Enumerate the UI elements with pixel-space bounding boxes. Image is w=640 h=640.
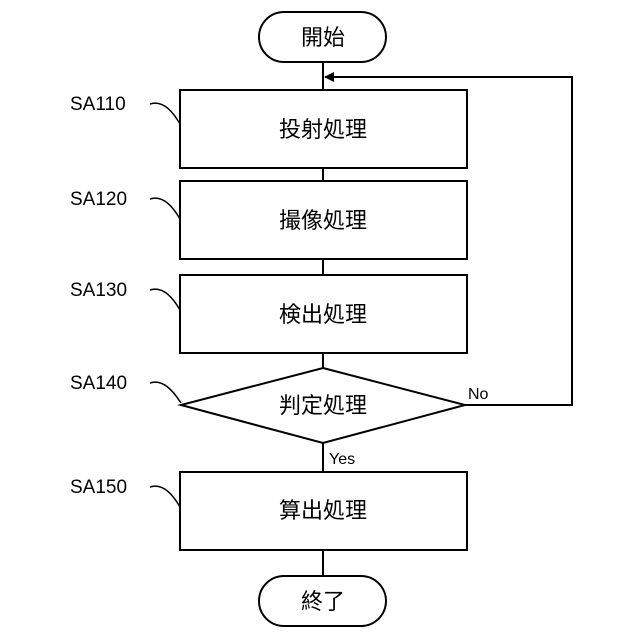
step-sa150-label: 算出処理: [279, 499, 367, 524]
step-sa120-leader: [150, 198, 180, 219]
decision-no-label: No: [468, 386, 489, 403]
step-sa120-label: 撮像処理: [279, 209, 367, 234]
decision-sa140-label: 判定処理: [279, 394, 367, 419]
step-sa130-leader: [150, 289, 180, 310]
step-sa130-label: 検出処理: [279, 303, 367, 328]
start-label: 開始: [301, 26, 345, 51]
end-terminator: 終了: [259, 576, 386, 626]
step-sa110-id: SA110: [70, 94, 126, 115]
decision-sa140: 判定処理 SA140 No Yes: [70, 368, 489, 468]
decision-yes-label: Yes: [329, 451, 355, 468]
step-sa130-id: SA130: [70, 280, 127, 301]
step-sa120-id: SA120: [70, 189, 127, 210]
process-step-sa120: 撮像処理 SA120: [70, 181, 467, 259]
process-step-sa130: 検出処理 SA130: [70, 275, 467, 353]
step-sa110-leader: [150, 103, 180, 124]
start-terminator: 開始: [259, 12, 386, 62]
process-step-sa110: 投射処理 SA110: [70, 90, 467, 168]
decision-sa140-id: SA140: [70, 373, 127, 394]
end-label: 終了: [301, 590, 345, 615]
step-sa110-label: 投射処理: [279, 118, 367, 143]
step-sa150-leader: [150, 486, 180, 507]
process-step-sa150: 算出処理 SA150: [70, 472, 467, 550]
step-sa150-id: SA150: [70, 477, 127, 498]
decision-sa140-leader: [150, 382, 181, 403]
